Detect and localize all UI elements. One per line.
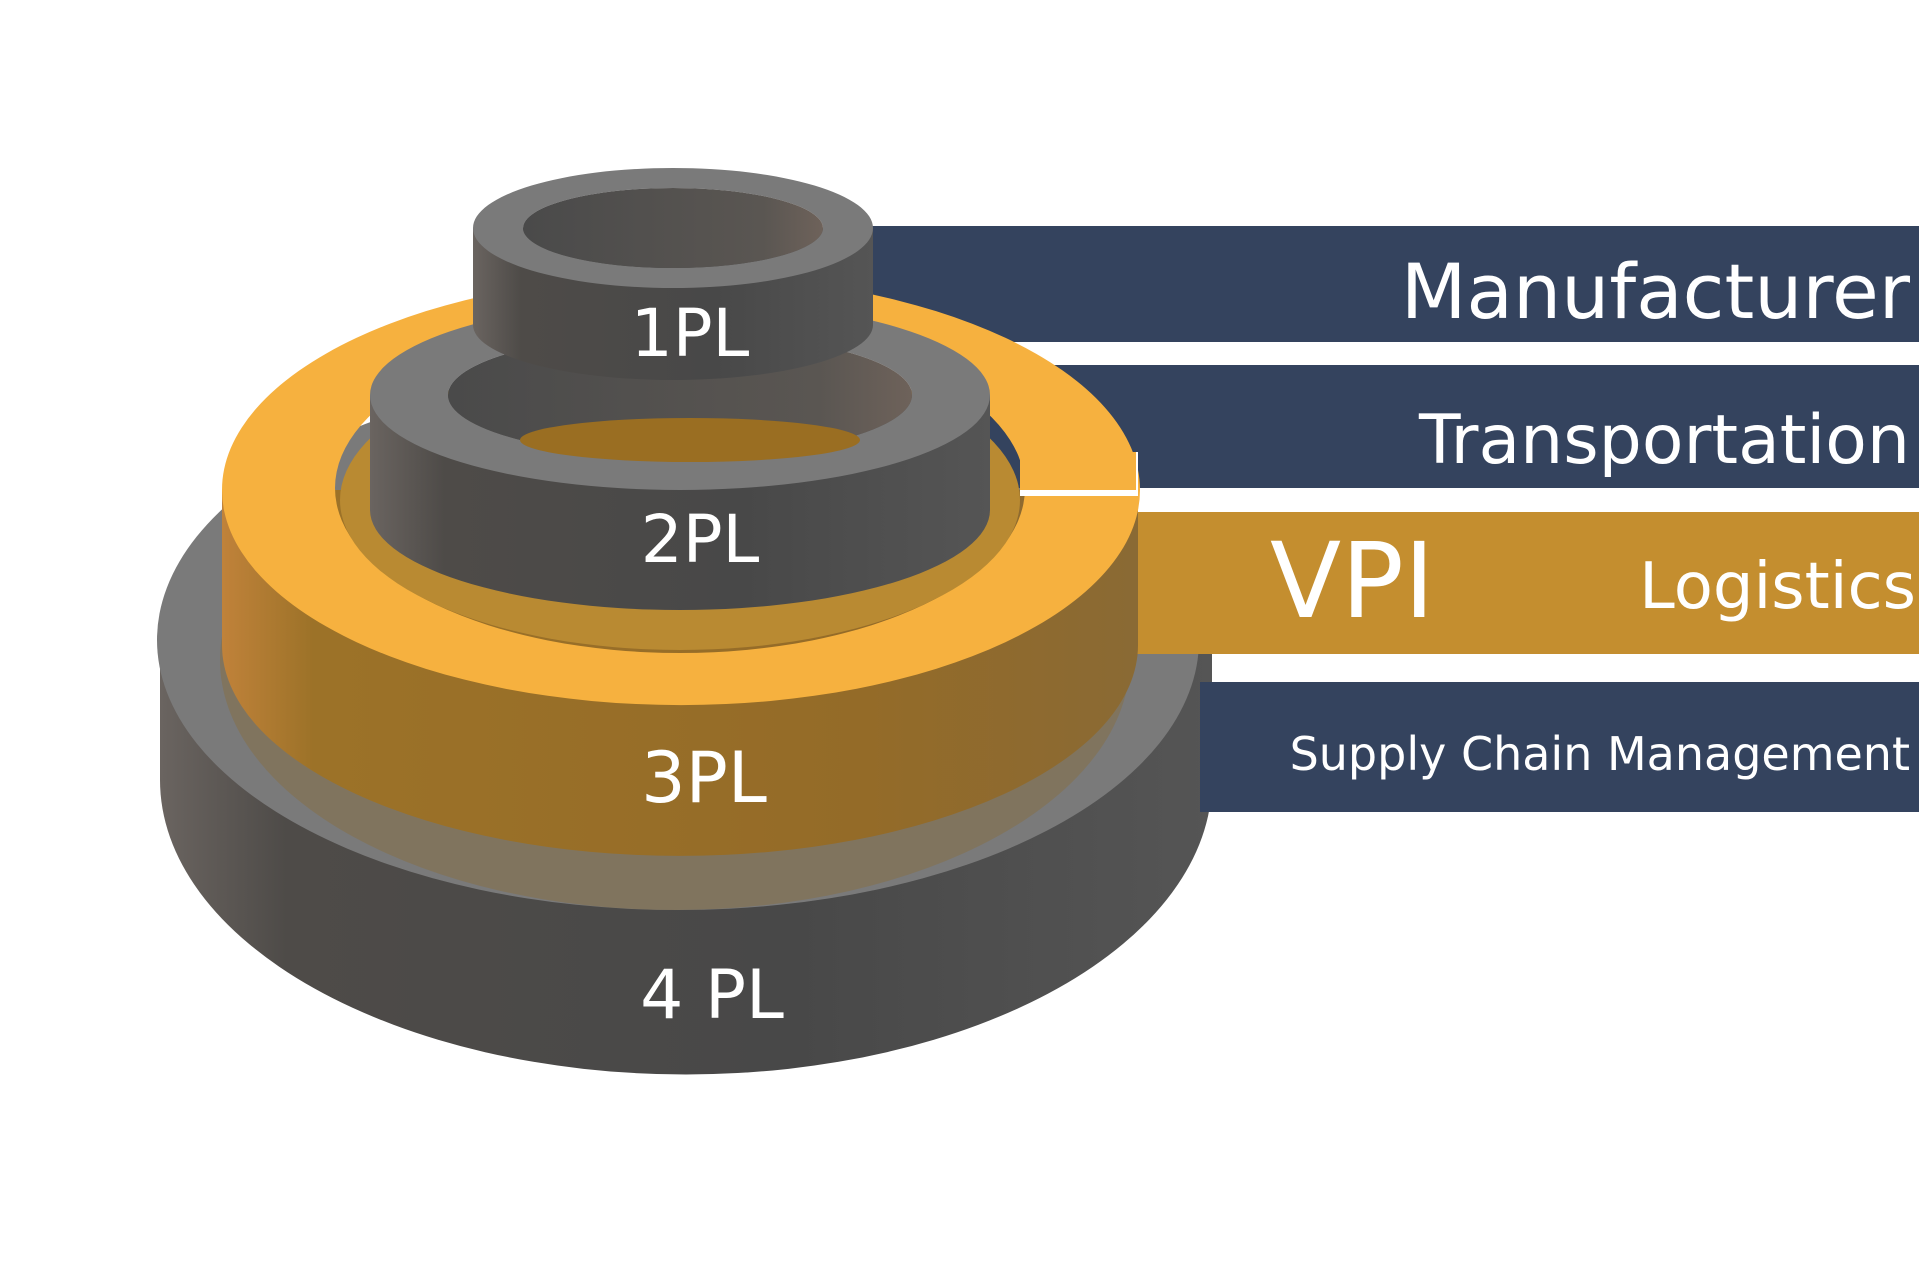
- tier-1pl-cavity: [523, 188, 823, 268]
- tier-3pl-notch-face: [1020, 452, 1136, 490]
- tier-2pl-label: 2PL: [641, 501, 760, 578]
- tier-3pl-label: 3PL: [641, 737, 767, 819]
- tier-1pl-label: 1PL: [631, 295, 750, 372]
- tier-2pl-cavity-gold: [520, 418, 860, 462]
- bar-manufacturer-label: Manufacturer: [1401, 247, 1911, 336]
- tier-4pl-label: 4 PL: [640, 956, 784, 1035]
- tier-1pl-top: [472, 167, 874, 289]
- bar-transportation-label: Transportation: [1418, 401, 1910, 480]
- bar-supply-chain: [1200, 682, 1919, 812]
- bar-supply-chain-label: Supply Chain Management: [1290, 727, 1910, 781]
- tier-1pl: [472, 167, 874, 380]
- bar-logistics: [1130, 512, 1919, 654]
- bar-logistics-label: Logistics: [1639, 550, 1916, 624]
- label-bars: [860, 226, 1919, 812]
- brand-vpi-label: VPI: [1270, 520, 1435, 642]
- bar-manufacturer: [860, 226, 1919, 342]
